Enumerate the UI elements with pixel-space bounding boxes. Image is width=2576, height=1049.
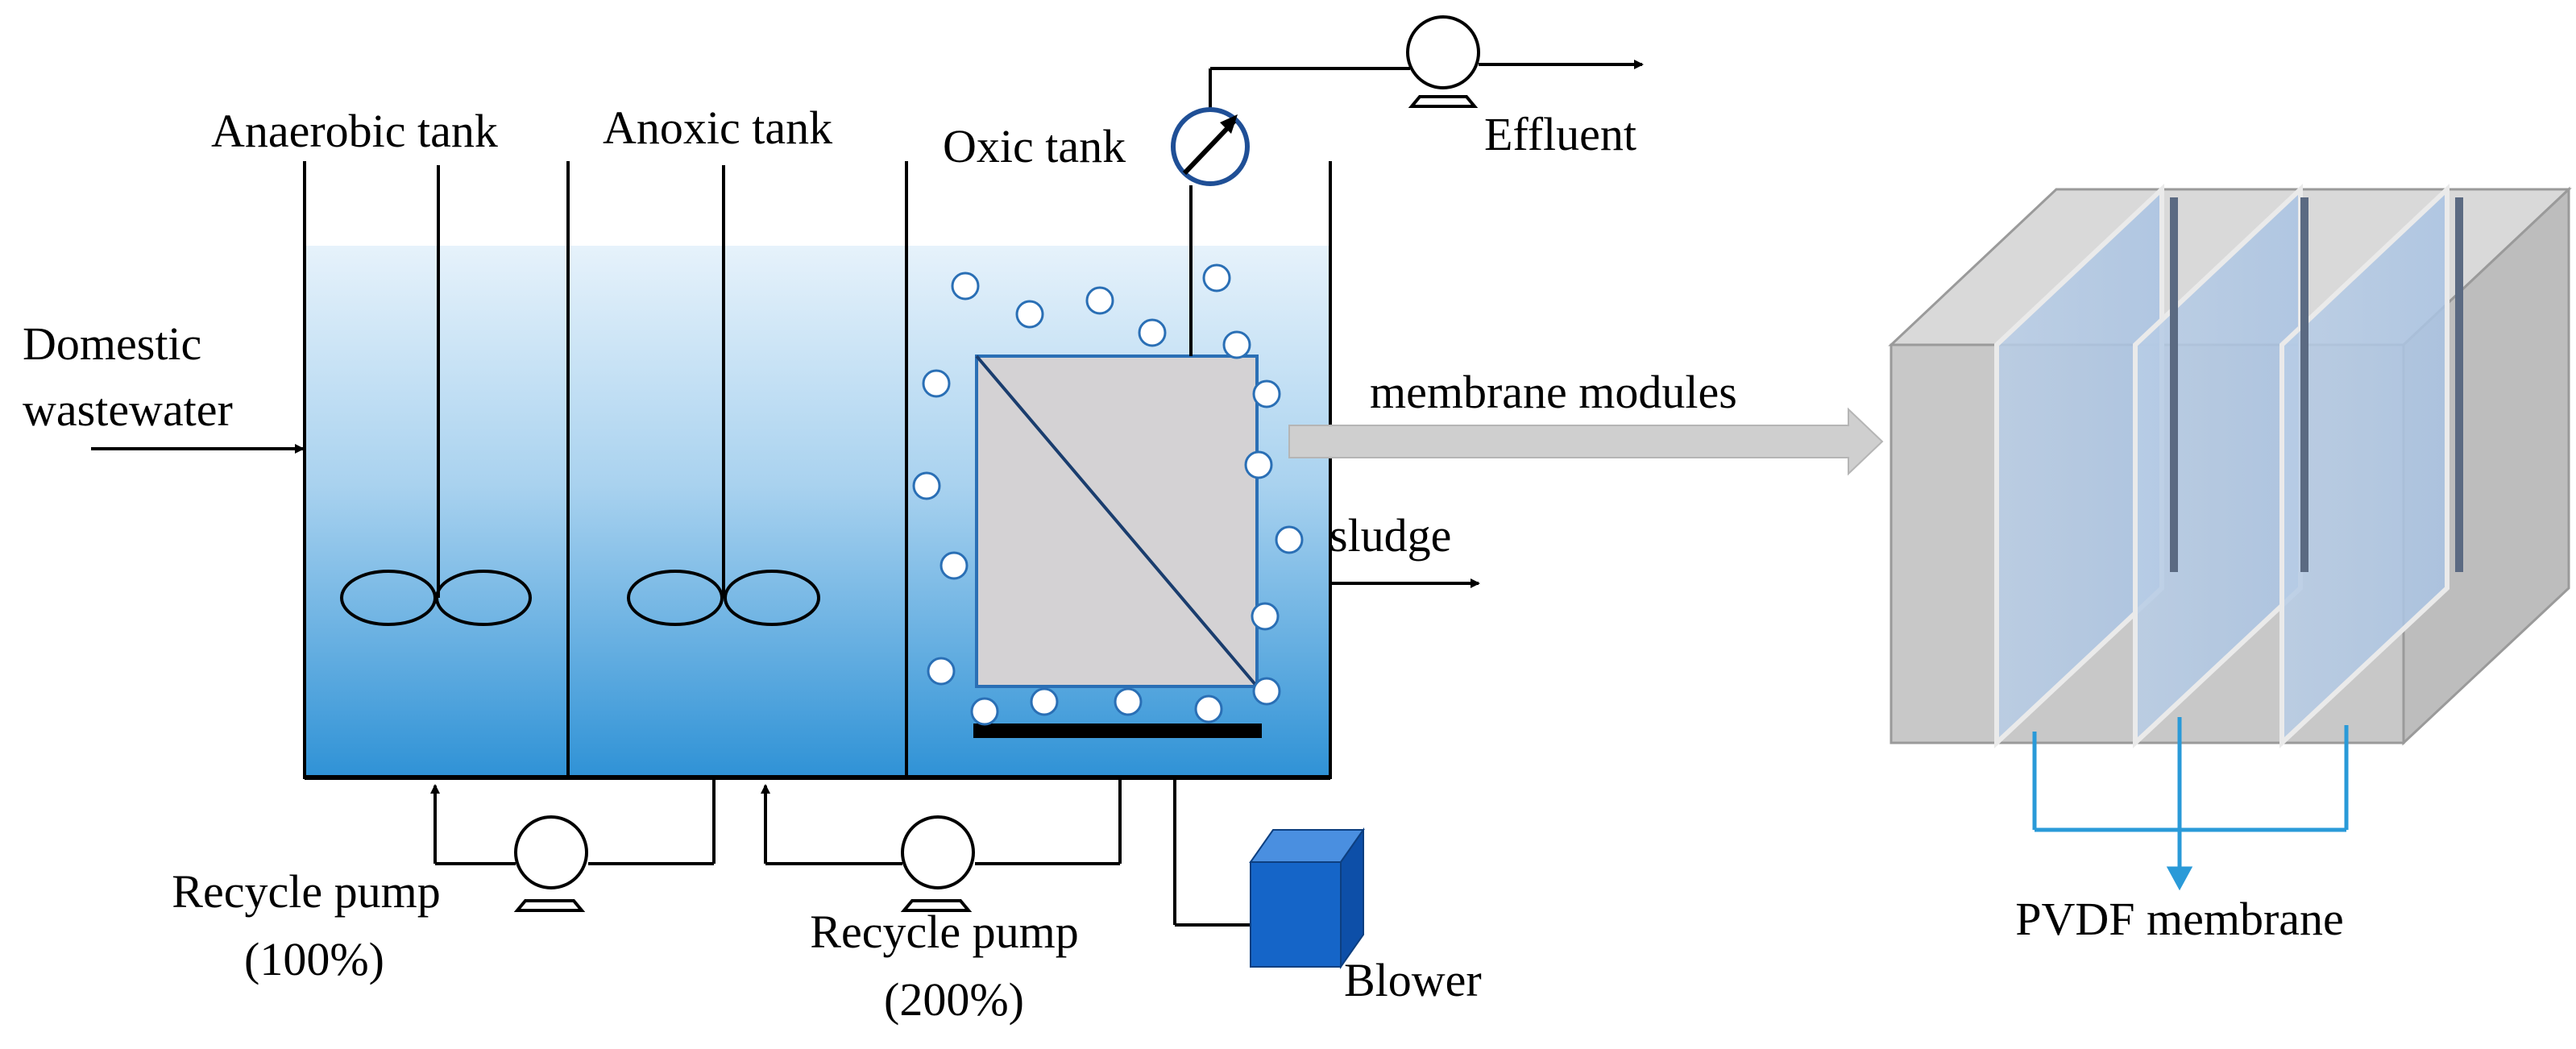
- membrane-module: [975, 355, 1259, 688]
- air-bubble-icon: [1194, 694, 1223, 724]
- blower-label: Blower: [1344, 954, 1482, 1006]
- air-bubble-icon: [940, 551, 969, 580]
- air-bubble-icon: [1085, 286, 1114, 315]
- pvdf-membrane-label: PVDF membrane: [2015, 893, 2344, 945]
- effluent-label: Effluent: [1484, 108, 1636, 160]
- pressure-gauge-icon: [1171, 107, 1250, 186]
- air-bubble-icon: [1138, 318, 1167, 347]
- anoxic-tank-label: Anoxic tank: [603, 102, 833, 154]
- air-bubble-icon: [912, 471, 941, 500]
- membrane-arrow: [1288, 407, 1884, 476]
- air-bubble-icon: [1275, 525, 1304, 554]
- mixer-icon: [627, 165, 820, 626]
- blower-pipe: [1173, 779, 1253, 927]
- recycle-loop-1: [430, 779, 716, 865]
- mixer-icon: [340, 165, 532, 626]
- air-bubble-icon: [927, 657, 956, 686]
- recycle-pump-2-label: Recycle pump: [810, 906, 1079, 958]
- recycle-pump-1-percent: (100%): [244, 933, 384, 985]
- air-bubble-icon: [1252, 379, 1281, 408]
- effluent-pipe: [1189, 60, 1644, 356]
- membrane-sheets: [1994, 184, 2463, 748]
- domestic-label: Domestic: [23, 317, 202, 370]
- anaerobic-tank-label: Anaerobic tank: [211, 105, 498, 157]
- sludge-label: sludge: [1329, 509, 1452, 562]
- wastewater-label: wastewater: [23, 384, 233, 436]
- tank-walls: [303, 161, 1332, 780]
- air-bubble-icon: [1030, 687, 1059, 716]
- air-bubble-icon: [1251, 602, 1280, 631]
- air-bubble-icon: [951, 272, 980, 301]
- aerator-bar: [973, 724, 1262, 738]
- air-bubble-icon: [1222, 330, 1251, 359]
- pvdf-connectors: [2032, 717, 2349, 891]
- air-bubble-icon: [1202, 263, 1231, 292]
- membrane-module-box: [1888, 184, 2572, 748]
- recycle-pump-2-percent: (200%): [884, 973, 1024, 1026]
- air-bubble-icon: [1252, 677, 1281, 706]
- air-bubble-icon: [970, 697, 999, 726]
- air-bubble-icon: [922, 369, 951, 398]
- air-bubble-icon: [1114, 687, 1143, 716]
- blower-icon: [1249, 827, 1365, 970]
- pump-icon: [1406, 15, 1480, 108]
- air-bubble-icon: [1244, 450, 1273, 479]
- recycle-loop-2: [761, 779, 1122, 865]
- oxic-tank-label: Oxic tank: [943, 120, 1126, 172]
- air-bubbles: [912, 263, 1304, 726]
- membrane-modules-label: membrane modules: [1370, 366, 1737, 418]
- recycle-pump-1-label: Recycle pump: [172, 865, 441, 918]
- pump-icon: [900, 815, 975, 912]
- air-bubble-icon: [1015, 300, 1044, 329]
- pump-icon: [513, 815, 588, 912]
